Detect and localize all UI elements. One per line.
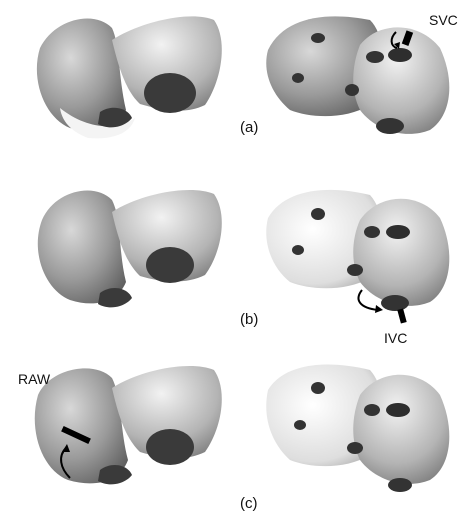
hole <box>146 429 194 465</box>
hole <box>347 442 363 454</box>
row-a-left-model <box>37 16 222 138</box>
hole <box>292 245 304 255</box>
hole <box>366 51 384 63</box>
hole <box>345 84 359 96</box>
panel-label-a: (a) <box>240 119 258 136</box>
row-b-left-model <box>38 190 222 307</box>
row-b-right-model <box>266 190 449 324</box>
hole <box>386 403 410 417</box>
hole <box>376 118 404 134</box>
hole <box>311 208 325 220</box>
hole <box>388 478 412 492</box>
panel-label-c: (c) <box>240 495 258 512</box>
hole <box>311 382 325 394</box>
hole <box>311 33 325 43</box>
row-c-right-model <box>266 365 449 492</box>
hole <box>381 295 409 311</box>
row-a-right-model <box>266 16 449 134</box>
annotation-raw: RAW <box>18 371 50 387</box>
row-c-left-model <box>35 366 222 484</box>
hole <box>364 226 380 238</box>
panel-label-b: (b) <box>240 311 258 328</box>
hole <box>294 420 306 430</box>
hole <box>386 225 410 239</box>
annotation-svc: SVC <box>429 12 458 28</box>
hole <box>388 48 412 62</box>
hole <box>347 264 363 276</box>
annotation-ivc: IVC <box>384 330 407 346</box>
hole <box>144 73 196 113</box>
hole <box>292 73 304 83</box>
hole <box>364 404 380 416</box>
hole <box>146 247 194 283</box>
